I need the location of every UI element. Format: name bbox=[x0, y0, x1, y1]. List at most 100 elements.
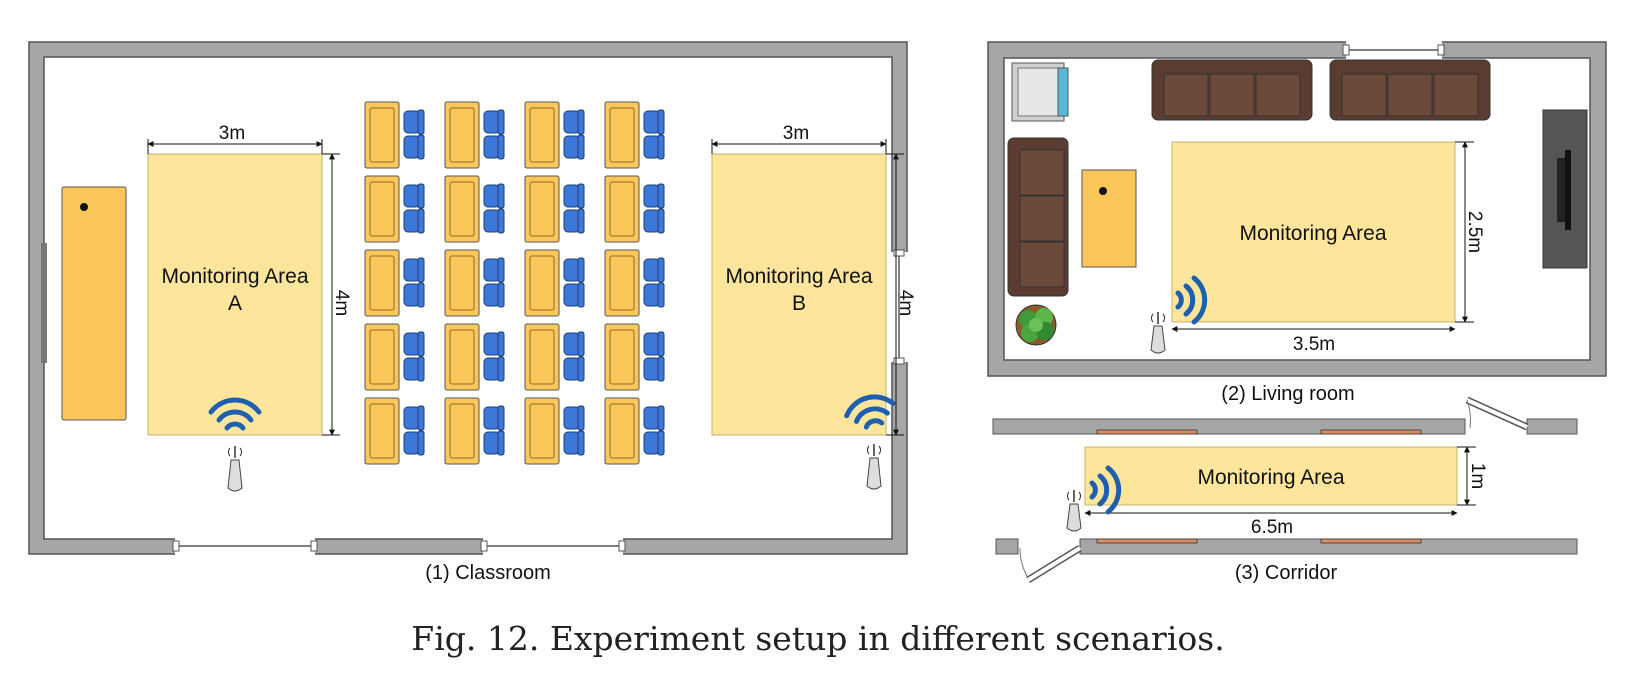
chair-icon bbox=[643, 257, 665, 283]
wifi-signal-icon bbox=[844, 394, 896, 430]
chair-icon bbox=[643, 208, 665, 234]
chair-icon bbox=[483, 405, 505, 431]
wifi-signal-icon bbox=[1089, 465, 1122, 515]
tv-icon bbox=[1011, 62, 1069, 122]
chair-icon bbox=[643, 183, 665, 209]
chair-icon bbox=[483, 183, 505, 209]
chair-icon bbox=[483, 134, 505, 160]
student-desk bbox=[604, 175, 640, 243]
router-antenna-icon bbox=[227, 446, 243, 492]
sofa-icon bbox=[1007, 137, 1069, 297]
chair-icon bbox=[563, 183, 585, 209]
student-desk bbox=[524, 175, 560, 243]
living-room-width-label: 3.5m bbox=[1293, 334, 1335, 355]
monitoring-area-a bbox=[147, 153, 323, 436]
student-desk bbox=[364, 323, 400, 391]
student-desk bbox=[444, 175, 480, 243]
corridor-bottom-wall-left bbox=[995, 538, 1019, 555]
chair-icon bbox=[483, 356, 505, 382]
student-desk bbox=[604, 323, 640, 391]
chair-icon bbox=[563, 109, 585, 135]
chair-icon bbox=[403, 109, 425, 135]
student-desk bbox=[364, 101, 400, 169]
chair-icon bbox=[403, 405, 425, 431]
chair-icon bbox=[643, 134, 665, 160]
corridor-floorplan: Monitoring Area 6.5m 1m (3) Corridor bbox=[992, 396, 1578, 584]
area-a-height-label: 4m bbox=[331, 290, 352, 316]
corridor-top-wall-right bbox=[1526, 418, 1578, 435]
teacher-desk bbox=[61, 186, 127, 421]
monitoring-area-b bbox=[711, 153, 887, 436]
chair-icon bbox=[403, 257, 425, 283]
classroom-walls bbox=[28, 41, 908, 555]
chair-icon bbox=[563, 356, 585, 382]
chair-icon bbox=[563, 430, 585, 456]
student-desk bbox=[524, 249, 560, 317]
chair-icon bbox=[563, 282, 585, 308]
chair-icon bbox=[563, 257, 585, 283]
area-b-width-label: 3m bbox=[783, 123, 809, 144]
figure-caption: Fig. 12. Experiment setup in different s… bbox=[411, 619, 1224, 658]
student-desk bbox=[444, 323, 480, 391]
router-antenna-icon bbox=[866, 444, 882, 490]
monitoring-area-a-letter: A bbox=[228, 292, 242, 315]
corridor-label: (3) Corridor bbox=[1235, 562, 1338, 584]
router-antenna-icon bbox=[1150, 312, 1166, 354]
chair-icon bbox=[403, 282, 425, 308]
coffee-table bbox=[1081, 169, 1137, 268]
chair-icon bbox=[643, 405, 665, 431]
door-icon bbox=[1465, 396, 1529, 431]
chair-icon bbox=[643, 331, 665, 357]
wifi-signal-icon bbox=[208, 397, 262, 431]
table-dot bbox=[1099, 187, 1107, 195]
corridor-width-label: 6.5m bbox=[1251, 517, 1293, 538]
wifi-signal-icon bbox=[1175, 275, 1208, 325]
chair-icon bbox=[483, 257, 505, 283]
sofa-icon bbox=[1151, 59, 1313, 121]
monitoring-area-b-letter: B bbox=[792, 292, 806, 315]
chair-icon bbox=[403, 331, 425, 357]
student-desk bbox=[604, 249, 640, 317]
student-desk bbox=[524, 397, 560, 465]
chair-icon bbox=[643, 282, 665, 308]
living-room-floorplan: Monitoring Area 3.5m 2.5m (2) Living roo… bbox=[987, 40, 1607, 405]
area-b-height-label: 4m bbox=[895, 290, 916, 316]
plant-icon bbox=[1015, 304, 1057, 346]
classroom-floorplan: Monitoring Area A 3m 4m Monitoring Area … bbox=[28, 41, 916, 584]
student-desk bbox=[444, 249, 480, 317]
chair-icon bbox=[563, 208, 585, 234]
chair-icon bbox=[403, 134, 425, 160]
student-desk bbox=[524, 323, 560, 391]
student-desk bbox=[444, 101, 480, 169]
living-room-label: (2) Living room bbox=[1221, 383, 1354, 405]
chair-icon bbox=[483, 430, 505, 456]
chair-icon bbox=[403, 356, 425, 382]
chair-icon bbox=[483, 331, 505, 357]
corridor-monitoring-area bbox=[1084, 446, 1458, 506]
corridor-monitoring-area-label: Monitoring Area bbox=[1197, 466, 1344, 489]
student-desk bbox=[604, 101, 640, 169]
sofa-icon bbox=[1329, 59, 1491, 121]
corridor-height-label: 1m bbox=[1467, 463, 1488, 489]
router-antenna-icon bbox=[1066, 490, 1082, 532]
student-desk-grid bbox=[364, 101, 665, 465]
student-desk bbox=[364, 175, 400, 243]
chair-icon bbox=[563, 331, 585, 357]
chair-icon bbox=[563, 405, 585, 431]
area-a-width-label: 3m bbox=[219, 123, 245, 144]
living-room-monitoring-area bbox=[1171, 141, 1456, 323]
living-room-monitoring-area-label: Monitoring Area bbox=[1239, 222, 1386, 245]
monitoring-area-a-label: Monitoring Area bbox=[161, 265, 308, 288]
living-room-height-label: 2.5m bbox=[1464, 211, 1485, 253]
door-icon bbox=[1019, 545, 1082, 583]
tv-icon bbox=[1542, 109, 1588, 269]
chair-icon bbox=[643, 430, 665, 456]
chair-icon bbox=[483, 109, 505, 135]
chair-icon bbox=[403, 183, 425, 209]
student-desk bbox=[444, 397, 480, 465]
monitoring-area-b-label: Monitoring Area bbox=[725, 265, 872, 288]
chair-icon bbox=[563, 134, 585, 160]
chair-icon bbox=[643, 356, 665, 382]
classroom-left-window bbox=[41, 243, 47, 363]
